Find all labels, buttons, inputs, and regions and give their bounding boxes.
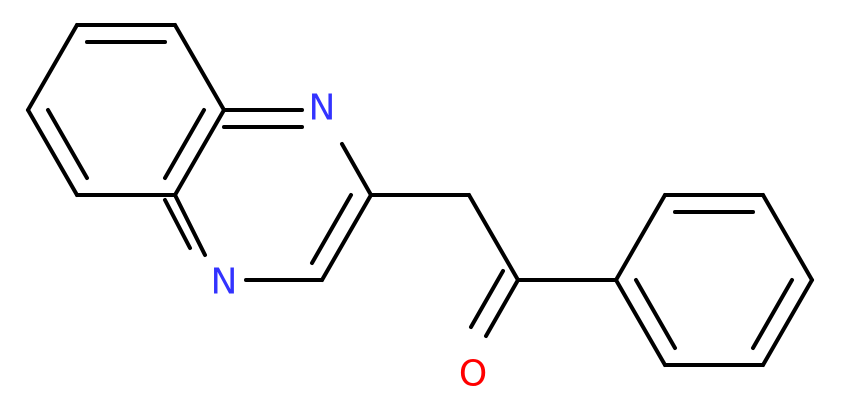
bond-c4a-c8a <box>173 108 226 197</box>
bond-c2-c3-inner <box>310 193 353 265</box>
bond-ph4-ph5-inner <box>751 278 794 350</box>
bond-co-o-inner <box>469 269 505 329</box>
bond-ph3-ph4 <box>761 193 814 282</box>
bond-ch2-co <box>467 193 520 282</box>
bond-ph1-ph2 <box>614 193 667 282</box>
bond-co-o <box>484 278 520 338</box>
bond-ph6-ph1 <box>614 278 667 367</box>
bond-n4-c8a <box>173 193 207 257</box>
bond-c7-c5 <box>26 23 79 112</box>
bond-group <box>26 23 814 367</box>
bond-ph6-ph1-inner <box>634 278 677 350</box>
bond-c8-c7 <box>26 108 79 197</box>
bond-c2-c3 <box>320 193 373 282</box>
bond-n1-c2 <box>340 142 373 197</box>
atom-n1-label: N <box>309 88 336 129</box>
bond-c8-c7-inner <box>46 108 89 180</box>
bond-c4a-c8a-inner <box>163 108 206 180</box>
bond-n4-c8a-inner <box>163 198 192 250</box>
atom-label-group: N N O <box>211 88 488 395</box>
atom-o-label: O <box>459 354 487 395</box>
bond-c6-c4a <box>173 23 226 112</box>
bond-ph4-ph5 <box>761 278 814 367</box>
atom-n4-label: N <box>211 262 238 303</box>
